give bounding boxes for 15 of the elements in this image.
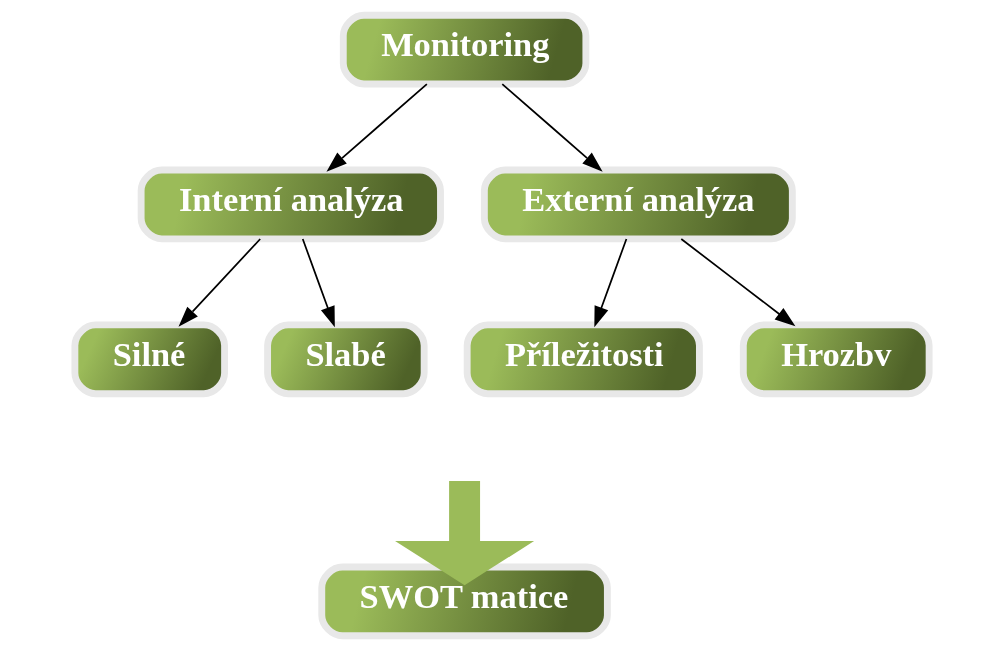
arrow: [680, 238, 796, 327]
node-box: Slabé: [264, 321, 428, 398]
arrow: [501, 83, 603, 172]
node-box: Příležitosti: [463, 321, 703, 398]
node-box: Externí analýza: [480, 166, 796, 243]
arrow: [326, 83, 428, 172]
node-box: SWOT matice: [318, 563, 611, 640]
arrow: [178, 238, 262, 327]
arrow: [301, 238, 335, 328]
node-box: Hrozbv: [739, 321, 933, 398]
node-box: Silné: [71, 321, 228, 398]
node-box: Interní analýza: [137, 166, 444, 243]
arrow: [395, 481, 535, 586]
node-box: Monitoring: [339, 11, 590, 88]
arrow: [594, 238, 628, 328]
